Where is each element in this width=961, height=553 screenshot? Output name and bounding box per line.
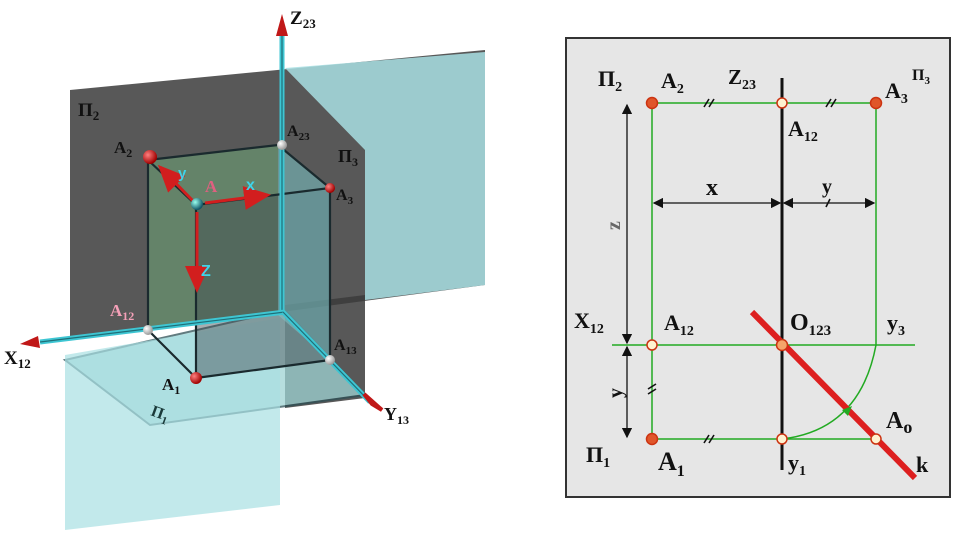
label-a23-left: A23 <box>287 123 310 143</box>
label-o123: O123 <box>790 310 831 339</box>
label-pi3-left: Π3 <box>338 146 358 169</box>
axis-z <box>276 14 288 315</box>
left-3d-diagram: Π2 Π3 Π1 Z23 X12 Y13 A2 A A23 A3 A12 A13… <box>4 8 485 530</box>
label-a-left: A <box>205 177 218 196</box>
label-pi3-right: Π3 <box>912 67 930 87</box>
label-dim-z: z <box>603 221 625 230</box>
label-vector-x: x <box>246 177 255 194</box>
label-x12-right: X12 <box>574 308 604 337</box>
label-k: k <box>916 452 929 477</box>
label-z23-axis: Z23 <box>290 8 316 31</box>
point-a0 <box>870 433 882 445</box>
point-a2 <box>143 150 157 164</box>
point-a <box>191 198 203 210</box>
vector-y-arrow <box>157 164 196 204</box>
label-pi2-left: Π2 <box>78 100 99 123</box>
point-a2-epure <box>645 96 659 110</box>
point-a12-top <box>776 97 788 109</box>
label-a2-right: A2 <box>661 68 684 97</box>
label-a1-left: A1 <box>162 375 180 397</box>
label-a13-left: A13 <box>334 337 357 357</box>
label-a1-right: A1 <box>658 447 685 480</box>
label-dim-y-top: y <box>822 176 832 198</box>
label-a3-right: A3 <box>885 78 908 107</box>
label-a0: Ao <box>886 408 912 437</box>
point-o123 <box>775 338 789 352</box>
point-a3-epure <box>869 96 883 110</box>
point-a3 <box>325 183 335 193</box>
arc-marker <box>842 406 852 416</box>
label-y3: y3 <box>887 310 905 339</box>
point-a1-epure <box>645 432 659 446</box>
pi3-plane-lower <box>65 318 280 530</box>
label-vector-y: y <box>178 165 187 182</box>
label-y13-axis: Y13 <box>384 404 409 427</box>
label-a3-left: A3 <box>336 187 354 207</box>
label-dim-y-left: y <box>605 388 627 398</box>
vector-x-arrow <box>204 186 271 210</box>
label-a12-left: A12 <box>110 301 134 323</box>
equal-marks <box>647 98 837 444</box>
point-a12 <box>143 325 153 335</box>
label-x12-axis: X12 <box>4 348 31 371</box>
box-side-face <box>278 145 330 360</box>
label-vector-z: Z <box>201 263 211 280</box>
right-epure-diagram: Π2 A2 Z23 A3 Π3 A12 x y z y X12 A12 O123… <box>565 37 951 498</box>
label-a12-left: A12 <box>664 310 694 339</box>
point-a1 <box>190 372 202 384</box>
axis-x <box>20 309 286 348</box>
point-y1 <box>776 433 788 445</box>
label-pi1-right: Π1 <box>586 442 610 471</box>
label-pi2-right: Π2 <box>598 66 622 95</box>
point-a13 <box>325 355 335 365</box>
label-z23-right: Z23 <box>728 65 756 93</box>
point-a12-left <box>646 339 658 351</box>
label-y1: y1 <box>788 450 806 479</box>
label-a12-top: A12 <box>788 116 818 145</box>
label-pi1-left: Π1 <box>148 403 172 428</box>
label-a2-left: A2 <box>114 138 132 160</box>
epure-points <box>645 96 883 446</box>
label-dim-x: x <box>706 175 718 201</box>
pi3-plane-upper <box>285 52 485 300</box>
point-a23 <box>277 140 287 150</box>
